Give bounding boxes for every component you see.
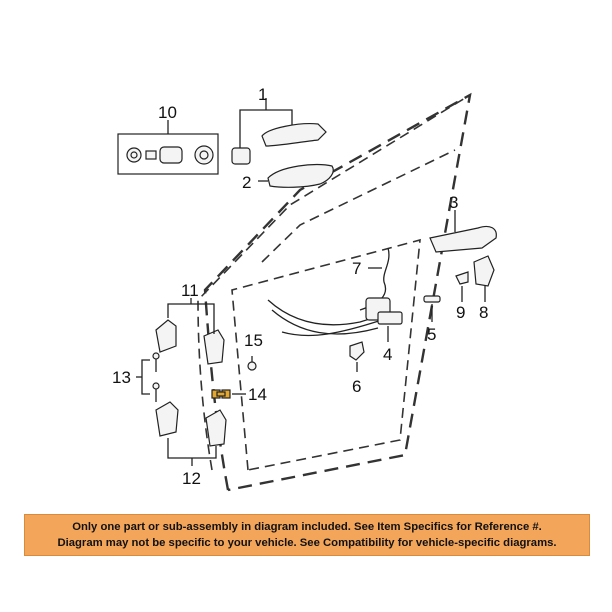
bracket: [473, 255, 495, 287]
callout-1: 1: [258, 85, 267, 104]
callout-7: 7: [352, 259, 361, 278]
clip: [455, 271, 469, 285]
callout-14: 14: [248, 385, 267, 404]
callout-13: 13: [112, 368, 131, 387]
callout-5: 5: [427, 325, 436, 344]
lock-cylinder-set: [117, 133, 219, 175]
pin: [423, 295, 441, 303]
hinge-bolts: [152, 352, 160, 402]
callout-9: 9: [456, 303, 465, 322]
callout-10: 10: [158, 103, 177, 122]
callout-11: 11: [181, 281, 199, 300]
callout-8: 8: [479, 303, 488, 322]
lower-hinge-set: [155, 401, 227, 447]
callout-4: 4: [383, 345, 392, 364]
disclaimer-line-2: Diagram may not be specific to your vehi…: [57, 537, 557, 549]
door-frame-outline: [197, 92, 472, 492]
callout-3: 3: [449, 193, 458, 212]
outside-handle-assembly: [231, 123, 327, 165]
door-check-highlight: [211, 389, 231, 399]
callout-12: 12: [182, 469, 201, 488]
callout-6: 6: [352, 377, 361, 396]
disclaimer-line-1: Only one part or sub-assembly in diagram…: [72, 521, 542, 533]
lock-actuator-assembly: [267, 297, 403, 337]
inside-handle: [429, 225, 497, 253]
bolt: [247, 361, 257, 371]
leader-1: [239, 109, 293, 125]
leader-13: [141, 359, 150, 395]
handle-cover: [267, 163, 334, 188]
plug: [349, 341, 365, 361]
callout-2: 2: [242, 173, 251, 192]
disclaimer-banner: Only one part or sub-assembly in diagram…: [24, 514, 590, 556]
upper-hinge-set: [155, 319, 225, 365]
callout-15: 15: [244, 331, 263, 350]
